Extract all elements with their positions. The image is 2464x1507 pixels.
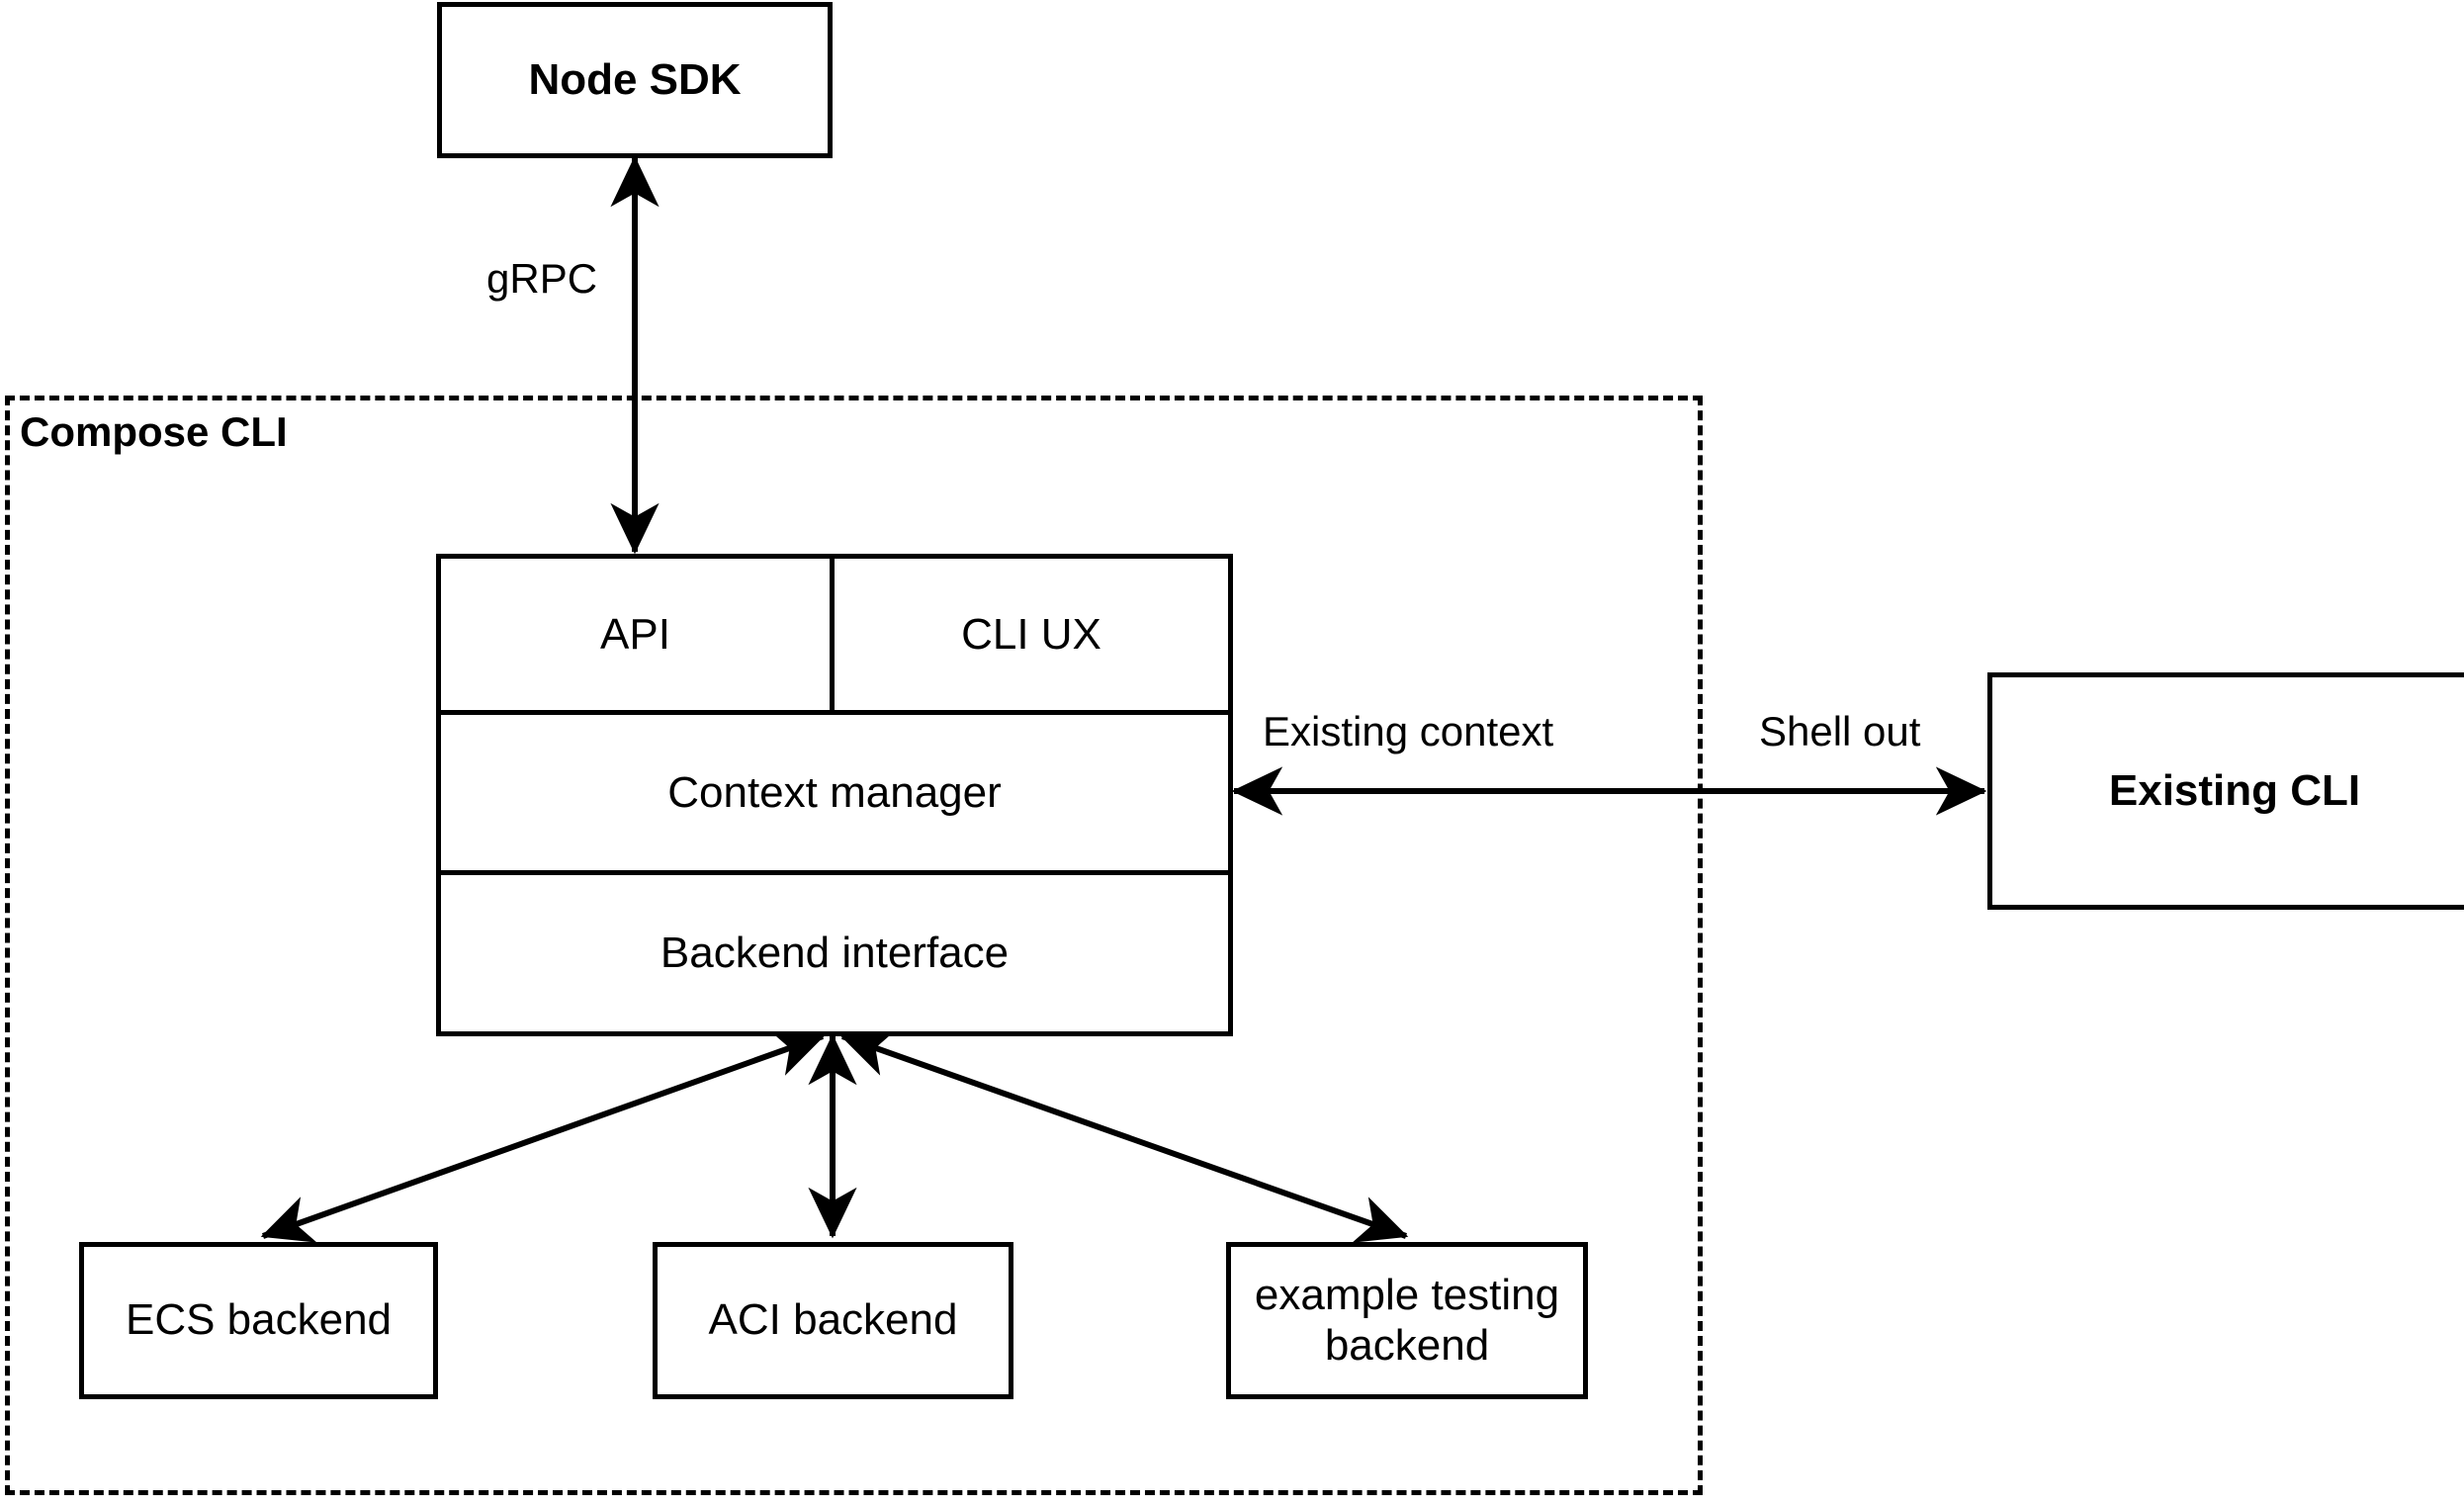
node-aci-backend-label: ACI backend	[708, 1295, 958, 1345]
stack-row-api-cliux: API CLI UX	[441, 559, 1228, 715]
stack-cell-api-label: API	[600, 609, 670, 659]
edge-backend-example	[839, 1029, 1409, 1243]
node-example-testing-backend-label: example testing backend	[1254, 1271, 1560, 1370]
stack-row-backend-interface: Backend interface	[441, 875, 1228, 1031]
edge-label-shell-out: Shell out	[1759, 708, 1921, 754]
node-node-sdk[interactable]: Node SDK	[437, 2, 833, 158]
stack-cell-context-manager-label: Context manager	[667, 767, 1002, 817]
compose-cli-stack: API CLI UX Context manager Backend inter…	[436, 554, 1233, 1036]
node-ecs-backend-label: ECS backend	[125, 1295, 393, 1345]
node-existing-cli-label: Existing CLI	[2108, 765, 2361, 815]
node-existing-cli[interactable]: Existing CLI	[1987, 672, 2464, 910]
stack-cell-cli-ux[interactable]: CLI UX	[835, 559, 1228, 710]
compose-cli-container-label: Compose CLI	[20, 408, 288, 455]
stack-row-context-manager: Context manager	[441, 715, 1228, 875]
stack-cell-api[interactable]: API	[441, 559, 835, 710]
node-ecs-backend[interactable]: ECS backend	[79, 1242, 438, 1399]
stack-cell-cli-ux-label: CLI UX	[961, 609, 1101, 659]
edge-label-grpc: gRPC	[486, 255, 598, 302]
node-node-sdk-label: Node SDK	[528, 54, 742, 104]
node-aci-backend[interactable]: ACI backend	[653, 1242, 1013, 1399]
edge-label-existing-context: Existing context	[1263, 708, 1554, 754]
stack-cell-backend-interface[interactable]: Backend interface	[441, 875, 1228, 1031]
node-example-testing-backend[interactable]: example testing backend	[1226, 1242, 1588, 1399]
stack-cell-context-manager[interactable]: Context manager	[441, 715, 1228, 870]
compose-cli-container	[5, 396, 1703, 1495]
edge-backend-ecs	[260, 1029, 826, 1243]
stack-cell-backend-interface-label: Backend interface	[660, 929, 1010, 977]
